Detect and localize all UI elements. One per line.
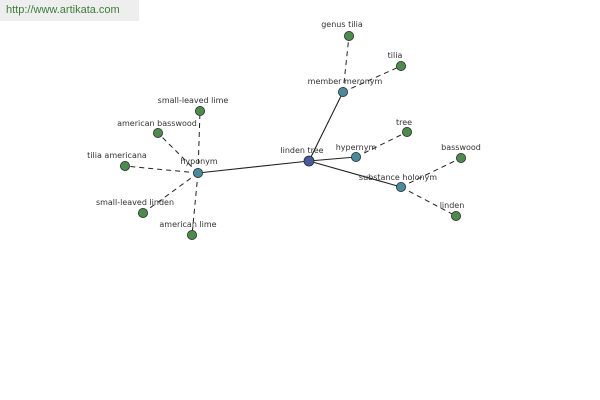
edge-member-meronym-genus-tilia xyxy=(342,35,350,93)
node-small-leaved-linden[interactable] xyxy=(137,207,148,218)
node-american-basswood[interactable] xyxy=(152,127,163,138)
edge-hyponym-american-lime xyxy=(191,172,199,236)
node-label-hyponym[interactable]: hyponym xyxy=(180,157,218,166)
edge-hypernym-tree xyxy=(355,131,408,158)
node-linden-tree[interactable] xyxy=(303,155,315,167)
edge-linden-tree-member-meronym xyxy=(308,91,344,162)
node-american-lime[interactable] xyxy=(186,229,197,240)
source-url-link[interactable]: http://www.artikata.com xyxy=(6,4,120,16)
node-label-genus-tilia[interactable]: genus tilia xyxy=(321,20,363,29)
node-tree[interactable] xyxy=(401,127,412,138)
node-label-hypernym[interactable]: hypernym xyxy=(336,143,377,152)
node-tilia[interactable] xyxy=(395,61,406,72)
edge-member-meronym-tilia xyxy=(342,65,402,93)
node-label-linden[interactable]: linden xyxy=(440,201,465,210)
node-label-substance-holonym[interactable]: substance holonym xyxy=(359,173,437,182)
edge-linden-tree-hyponym xyxy=(197,160,310,174)
node-label-tilia-americana[interactable]: tilia americana xyxy=(87,151,147,160)
node-member-meronym[interactable] xyxy=(337,87,348,98)
nodes-layer xyxy=(120,30,466,240)
node-substance-holonym[interactable] xyxy=(395,181,406,192)
node-label-tilia[interactable]: tilia xyxy=(388,51,403,60)
node-label-american-lime[interactable]: american lime xyxy=(159,220,216,229)
node-label-small-leaved-linden[interactable]: small-leaved linden xyxy=(96,198,174,207)
edges-layer xyxy=(124,35,462,236)
node-label-linden-tree[interactable]: linden tree xyxy=(280,146,323,155)
node-hypernym[interactable] xyxy=(350,151,361,162)
node-label-small-leaved-lime[interactable]: small-leaved lime xyxy=(158,96,229,105)
node-tilia-americana[interactable] xyxy=(120,160,131,171)
node-linden[interactable] xyxy=(450,210,461,221)
node-genus-tilia[interactable] xyxy=(343,30,354,41)
node-label-member-meronym[interactable]: member meronym xyxy=(308,77,383,86)
labels-layer: linden tree hyponym hypernym member meronym… xyxy=(87,20,481,229)
url-banner: http://www.artikata.com xyxy=(0,0,139,21)
node-small-leaved-lime[interactable] xyxy=(194,106,205,117)
edge-substance-holonym-linden xyxy=(400,186,457,217)
node-label-american-basswood[interactable]: american basswood xyxy=(117,119,197,128)
edge-linden-tree-substance-holonym xyxy=(308,160,402,188)
edge-hyponym-small-leaved-linden xyxy=(142,172,199,214)
node-label-basswood[interactable]: basswood xyxy=(441,143,481,152)
node-basswood[interactable] xyxy=(455,152,466,163)
node-label-tree[interactable]: tree xyxy=(396,118,412,127)
edge-substance-holonym-basswood xyxy=(400,157,462,188)
edge-hyponym-small-leaved-lime xyxy=(197,110,201,174)
edge-hyponym-tilia-americana xyxy=(124,165,199,174)
node-hyponym[interactable] xyxy=(192,167,203,178)
edge-hyponym-american-basswood xyxy=(157,132,199,174)
edge-linden-tree-hypernym xyxy=(308,156,357,162)
